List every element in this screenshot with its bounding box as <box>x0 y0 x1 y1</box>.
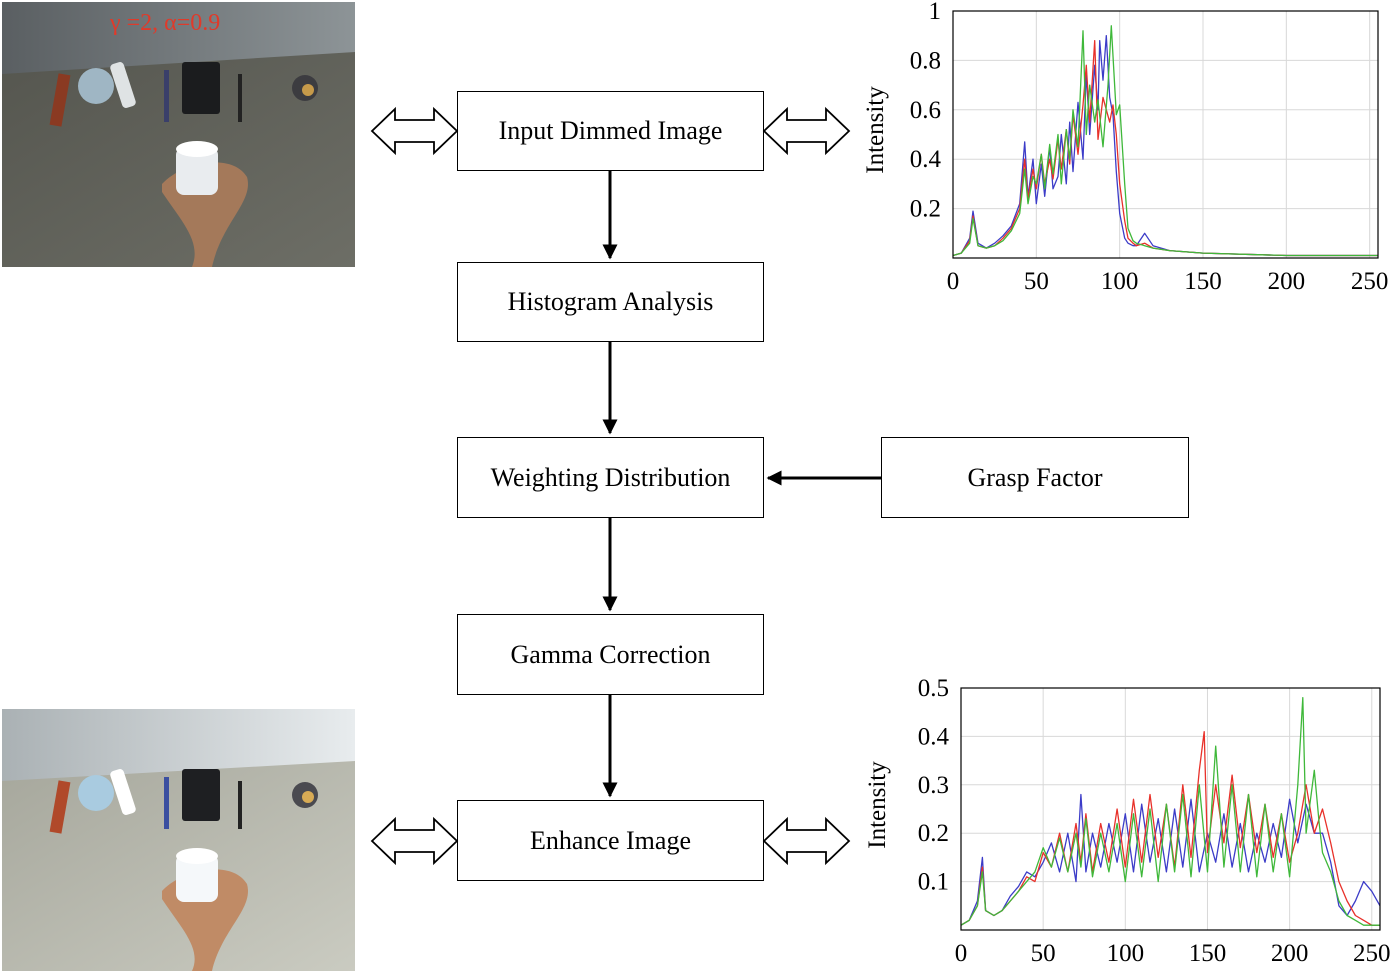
grasp-factor-label: Grasp Factor <box>967 462 1103 492</box>
chart0-series-red <box>952 39 1378 257</box>
chart0-xtick-label-5: 250 <box>1351 268 1389 295</box>
chart0-xtick-label-0: 0 <box>947 268 960 295</box>
chart0-series-green <box>952 25 1378 257</box>
chart1-xtick-label-4: 200 <box>1271 940 1309 967</box>
chart0-frame <box>952 10 1379 259</box>
chart1-plot-area <box>961 688 1380 930</box>
double-arrow-input-to-chart <box>762 106 851 156</box>
enhance-image-label: Enhance Image <box>530 825 691 855</box>
weighting-distribution-label: Weighting Distribution <box>490 462 731 492</box>
enhance-image-box: Enhance Image <box>457 800 764 881</box>
gamma-alpha-caption: γ =2, α=0.9 <box>110 10 221 36</box>
histogram-analysis-label: Histogram Analysis <box>507 287 714 316</box>
chart1-xtick-label-3: 150 <box>1189 940 1227 967</box>
input-dimmed-image-box: Input Dimmed Image <box>457 91 764 171</box>
chart1-xtick-label-1: 50 <box>1031 940 1056 967</box>
chart1-ylabel: Intensity <box>864 761 891 849</box>
chart0-series-blue <box>952 35 1378 257</box>
double-arrow-photo-to-input <box>370 106 459 156</box>
enhanced-photo <box>2 709 355 971</box>
enhanced-photo-scene <box>2 709 355 971</box>
chart0-ytick-label-4: 1 <box>929 0 942 25</box>
chart0-ylabel: Intensity <box>862 86 889 174</box>
chart0-xtick-label-1: 50 <box>1024 268 1049 295</box>
histogram-analysis-box: Histogram Analysis <box>457 262 764 342</box>
chart1-ytick-label-0: 0.1 <box>918 869 949 896</box>
grasp-factor-box: Grasp Factor <box>881 437 1189 518</box>
chart0-xtick-label-3: 150 <box>1184 268 1222 295</box>
chart0-plot-area <box>953 11 1378 258</box>
gamma-correction-label: Gamma Correction <box>510 639 711 669</box>
chart0-ytick-label-2: 0.6 <box>910 97 941 124</box>
weighting-distribution-box: Weighting Distribution <box>457 437 764 518</box>
gamma-correction-box: Gamma Correction <box>457 614 764 695</box>
chart0-ytick-label-1: 0.4 <box>910 146 942 173</box>
double-arrow-enhance-to-chart <box>762 816 851 866</box>
chart1-ytick-label-1: 0.2 <box>918 820 949 847</box>
input-dimmed-photo: γ =2, α=0.9 <box>2 2 355 267</box>
chart1-ytick-label-4: 0.5 <box>918 675 949 702</box>
input-photo-scene <box>2 2 355 267</box>
chart1-xtick-label-0: 0 <box>955 940 968 967</box>
chart1-xtick-label-5: 250 <box>1353 940 1391 967</box>
double-arrow-photo-to-enhance <box>370 816 459 866</box>
chart1-ytick-label-2: 0.3 <box>918 772 949 799</box>
chart0-xtick-label-2: 100 <box>1101 268 1139 295</box>
chart1-xtick-label-2: 100 <box>1107 940 1145 967</box>
chart0-xtick-label-4: 200 <box>1268 268 1306 295</box>
chart1-series-green <box>960 697 1380 926</box>
chart1-ytick-label-3: 0.4 <box>918 723 950 750</box>
input-dimmed-image-label: Input Dimmed Image <box>498 116 723 145</box>
chart0-ytick-label-0: 0.2 <box>910 196 941 223</box>
chart1-frame <box>960 687 1381 931</box>
chart0-ytick-label-3: 0.8 <box>910 47 941 74</box>
